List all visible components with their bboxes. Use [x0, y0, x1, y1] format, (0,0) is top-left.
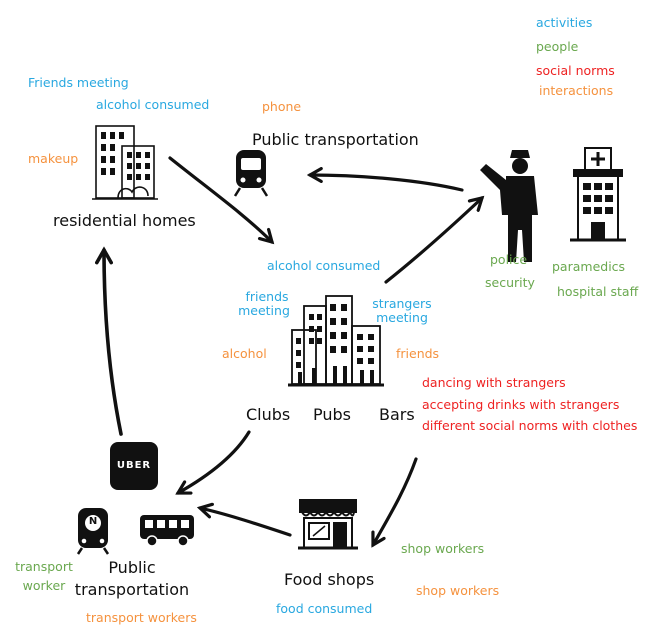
train-icon [233, 150, 269, 197]
transport-bottom-line-1: Public [108, 558, 156, 577]
arrow-homes-to-nightlife [168, 156, 275, 245]
residential-activity-alcohol: alcohol consumed [96, 97, 210, 112]
friends-meeting-line-2: meeting [238, 303, 290, 319]
nightlife-interaction-friends: friends [396, 346, 440, 361]
label-pubs: Pubs [313, 405, 351, 424]
norm-accepting-drinks: accepting drinks with strangers [422, 397, 620, 412]
strangers-meeting-line-1: strangers [372, 296, 432, 311]
norm-dancing-with-strangers: dancing with strangers [422, 375, 566, 390]
uber-logo-text: UBER [116, 460, 152, 471]
legend-people: people [536, 39, 579, 54]
transport-worker-line-1: transport [15, 559, 73, 574]
night-bus-n-badge: N [88, 516, 98, 527]
arrow-uber-to-homes [95, 246, 123, 436]
transport-bottom-interaction: transport workers [86, 610, 197, 625]
arrow-clubs-to-uber [175, 430, 251, 495]
food-shop-icon [298, 499, 358, 550]
people-security: security [485, 275, 535, 290]
nightlife-interaction-alcohol: alcohol [222, 346, 267, 361]
strangers-meeting-line-2: meeting [376, 310, 428, 326]
people-transport-worker: transport worker [10, 559, 78, 594]
bus-icon [140, 515, 194, 547]
arrow-bars-to-food [371, 457, 418, 548]
arrow-nightlife-to-police [384, 195, 485, 284]
uber-icon [110, 442, 158, 490]
food-interaction-shop-workers: shop workers [416, 583, 500, 598]
nightlife-activity-strangers-meeting: strangers meeting [369, 296, 435, 326]
city-buildings-icon [288, 295, 384, 387]
residential-activity-friends-meeting: Friends meeting [28, 75, 129, 90]
people-paramedics: paramedics [552, 259, 626, 274]
norm-clothes: different social norms with clothes [422, 418, 638, 433]
legend-activities: activities [536, 15, 593, 30]
label-bars: Bars [379, 405, 415, 424]
people-police: police [490, 252, 528, 267]
police-officer-icon [480, 150, 538, 262]
residential-homes-label: residential homes [53, 211, 196, 230]
residential-interaction-makeup: makeup [28, 151, 79, 166]
people-hospital-staff: hospital staff [557, 284, 639, 299]
food-activity-consumed: food consumed [276, 601, 373, 616]
residential-building-icon [92, 125, 158, 200]
transport-worker-line-2: worker [22, 578, 66, 594]
transport-bottom-line-2: transportation [74, 580, 190, 600]
legend-social-norms: social norms [536, 63, 615, 78]
label-clubs: Clubs [246, 405, 291, 424]
night-bus-icon [76, 508, 110, 555]
food-shops-label: Food shops [284, 570, 375, 589]
legend-interactions: interactions [539, 83, 614, 98]
nightlife-activity-alcohol: alcohol consumed [267, 258, 381, 273]
transport-bottom-label: Public transportation [62, 558, 202, 600]
hospital-icon [570, 147, 626, 242]
arrow-police-to-transport [306, 167, 464, 192]
nightlife-activity-friends-meeting: friends meeting [236, 289, 298, 319]
transport-top-label: Public transportation [252, 130, 419, 149]
food-people-shop-workers: shop workers [401, 541, 485, 556]
arrow-food-to-bus [196, 502, 292, 537]
friends-meeting-line-1: friends [245, 289, 289, 304]
transport-top-interaction-phone: phone [262, 99, 302, 114]
